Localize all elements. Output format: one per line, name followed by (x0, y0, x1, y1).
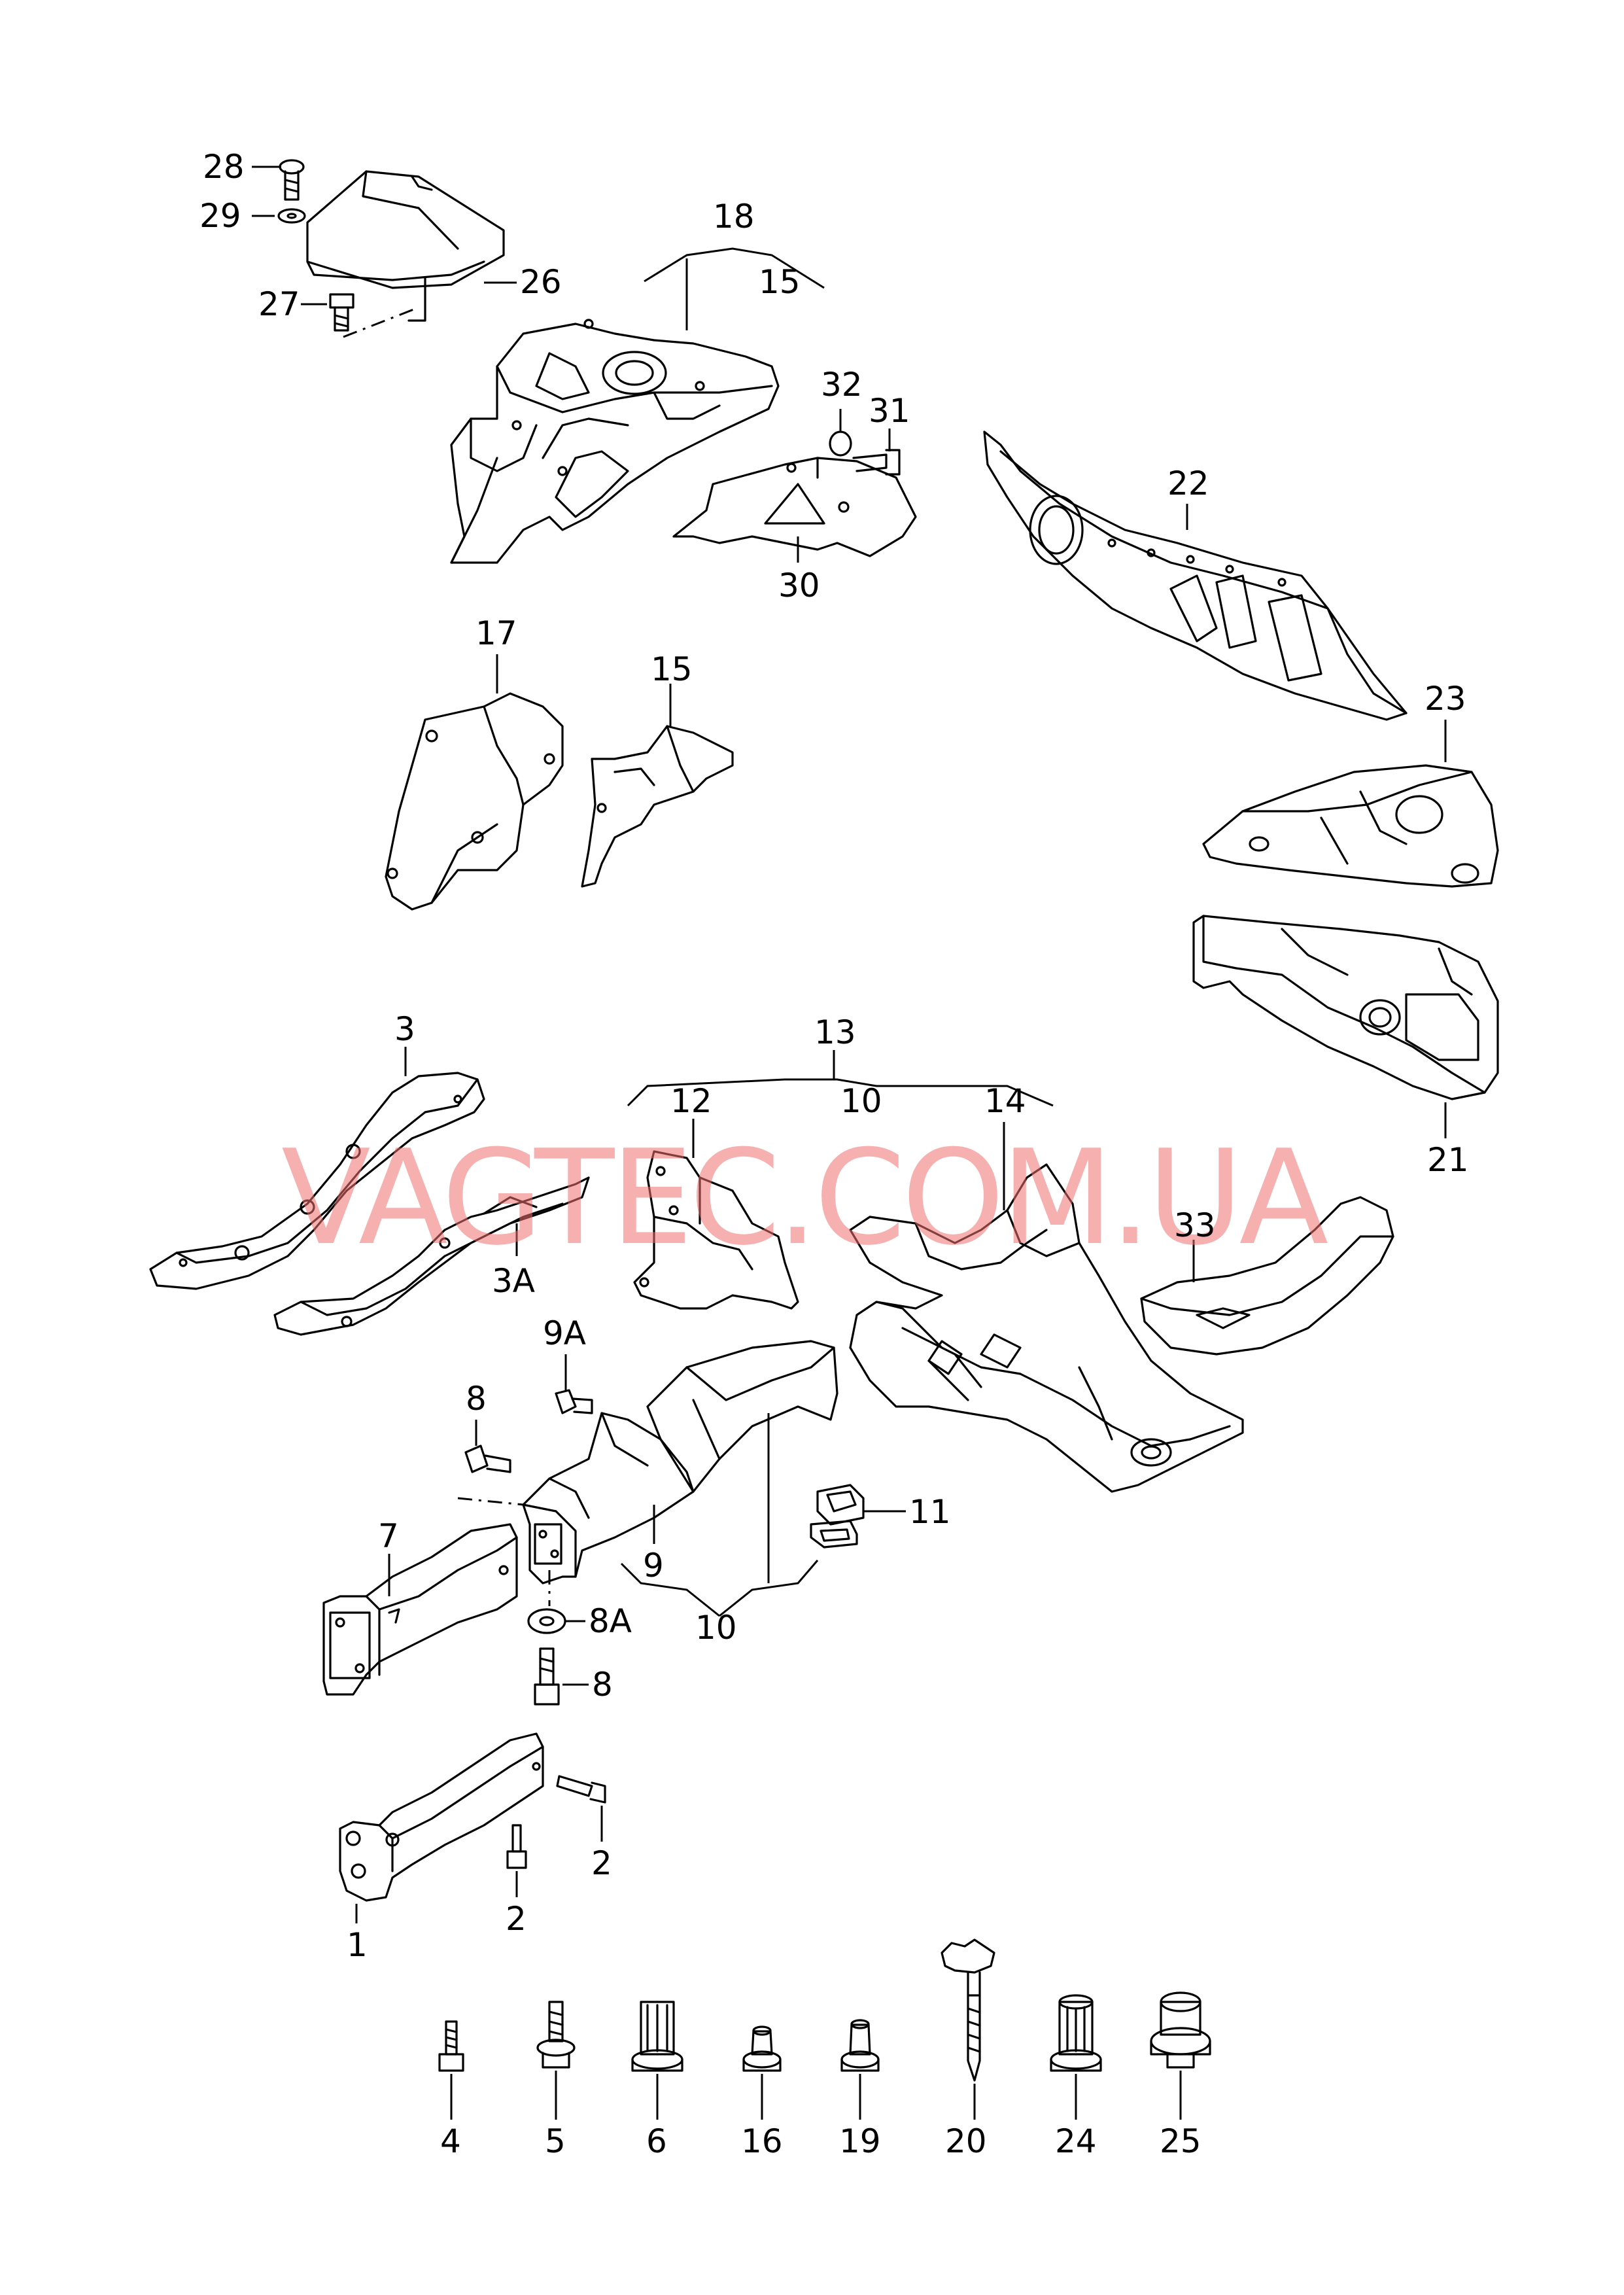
label-13: 13 (814, 1013, 856, 1051)
label-25: 25 (1160, 2122, 1201, 2160)
label-19: 19 (839, 2122, 881, 2160)
part-32-washer (829, 430, 852, 457)
part-8-bolt-lower (534, 1647, 560, 1706)
part-4-screw (438, 2020, 464, 2072)
part-29-washer (277, 208, 306, 224)
part-23-panel (1202, 764, 1499, 888)
part-28-bolt (279, 159, 305, 201)
part-14-tunnel (849, 1163, 1244, 1493)
label-10b: 10 (695, 1609, 737, 1647)
part-5-screw (536, 2001, 576, 2069)
label-22: 22 (1167, 464, 1209, 502)
bracket-10b (620, 1560, 819, 1617)
part-20-bolt (941, 1938, 995, 2082)
label-21: 21 (1427, 1141, 1469, 1179)
part-9A-bolt (555, 1389, 593, 1414)
label-26: 26 (520, 263, 562, 301)
label-3A: 3A (492, 1262, 535, 1300)
part-22-panel (983, 430, 1408, 721)
part-10-cover (646, 1340, 838, 1493)
label-8b: 8 (592, 1666, 613, 1704)
label-1: 1 (347, 1926, 368, 1964)
part-8-bolt-upper (464, 1445, 511, 1473)
label-17: 17 (475, 614, 517, 652)
part-21-panel (1192, 915, 1499, 1100)
part-2-screw-right (556, 1775, 606, 1804)
label-27: 27 (258, 285, 300, 323)
label-5: 5 (545, 2122, 566, 2160)
label-8A: 8A (589, 1602, 632, 1640)
part-11-grommet (810, 1484, 865, 1549)
label-9: 9 (643, 1547, 664, 1585)
part-2-screw-lower (506, 1824, 527, 1869)
label-30: 30 (778, 567, 820, 604)
part-3A-rail (273, 1176, 590, 1336)
label-2b: 2 (506, 1900, 527, 1938)
watermark: VAGTEC.COM.UA (281, 1122, 1328, 1274)
label-33: 33 (1174, 1206, 1216, 1244)
label-11: 11 (909, 1493, 951, 1531)
label-12: 12 (670, 1082, 712, 1120)
dashline-27 (343, 306, 419, 338)
part-18-panel (450, 319, 780, 564)
part-15-panel (581, 725, 734, 888)
label-23: 23 (1425, 680, 1466, 718)
label-18: 18 (713, 198, 755, 236)
label-2a: 2 (591, 1844, 612, 1882)
part-8A-washer (527, 1608, 566, 1634)
label-8a: 8 (466, 1380, 487, 1418)
label-7: 7 (378, 1517, 399, 1555)
label-10a: 10 (840, 1082, 882, 1120)
label-4: 4 (440, 2122, 461, 2160)
part-6-nut (631, 2001, 683, 2072)
label-15a: 15 (759, 263, 801, 301)
part-26-bracket (306, 170, 505, 322)
part-7-bracket (322, 1523, 518, 1696)
dashline-8 (457, 1497, 524, 1506)
part-1-bracket (339, 1732, 544, 1902)
label-28: 28 (203, 148, 245, 186)
label-31: 31 (869, 392, 910, 430)
part-9-member (522, 1412, 695, 1585)
part-27-bolt (329, 293, 354, 332)
part-12-bracket (633, 1150, 799, 1310)
label-14: 14 (984, 1082, 1026, 1120)
part-30-bracket (672, 457, 917, 557)
part-16-nut (742, 2025, 782, 2072)
part-19-nut (840, 2019, 880, 2072)
part-31-bolt (852, 449, 901, 476)
part-25-nut (1150, 1991, 1211, 2069)
label-20: 20 (945, 2122, 987, 2160)
part-33-channel (1140, 1196, 1394, 1356)
part-24-nut (1050, 1994, 1102, 2072)
part-8A-washer-hole (539, 1616, 555, 1626)
label-16: 16 (741, 2122, 783, 2160)
bracket-13 (627, 1078, 1054, 1107)
label-29: 29 (199, 197, 241, 235)
part-17-panel (385, 692, 564, 911)
part-3-rail (149, 1072, 485, 1290)
label-9A: 9A (543, 1314, 586, 1352)
label-3: 3 (394, 1010, 415, 1048)
label-24: 24 (1055, 2122, 1097, 2160)
label-32: 32 (821, 366, 863, 404)
bracket-18 (644, 247, 825, 289)
label-15b: 15 (651, 650, 693, 688)
label-6: 6 (646, 2122, 667, 2160)
